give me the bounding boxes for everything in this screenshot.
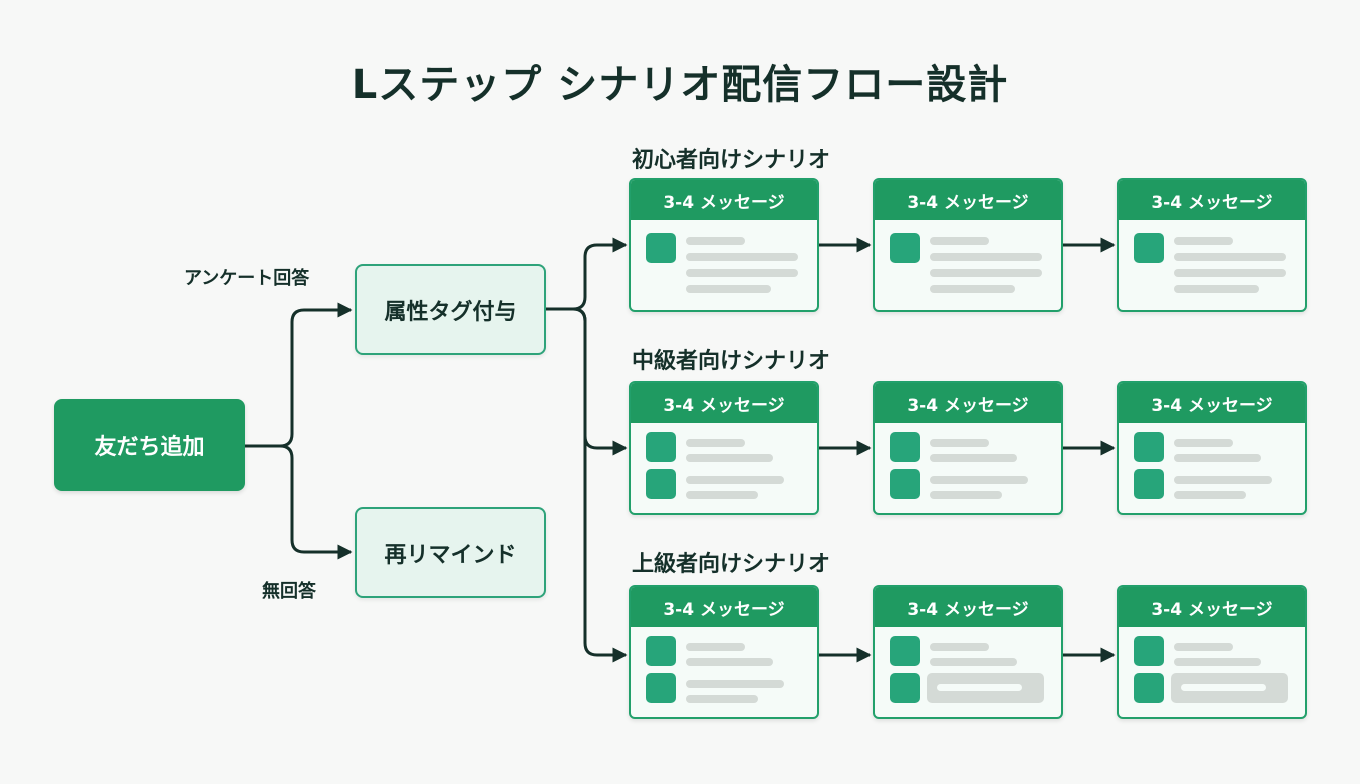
node-friend-add: 友だち追加 — [54, 399, 245, 491]
message-card: 3-4 メッセージ — [1117, 585, 1307, 719]
message-card-body — [875, 627, 1061, 717]
message-card-header: 3-4 メッセージ — [875, 587, 1061, 627]
message-line — [686, 658, 773, 666]
message-thumbnail — [890, 469, 920, 499]
message-line — [930, 269, 1042, 277]
message-card-body — [1119, 627, 1305, 717]
message-card-header: 3-4 メッセージ — [1119, 180, 1305, 220]
message-line — [686, 680, 784, 688]
message-card-header: 3-4 メッセージ — [631, 180, 817, 220]
message-line — [1174, 454, 1261, 462]
message-card-header: 3-4 メッセージ — [631, 587, 817, 627]
message-thumbnail — [646, 469, 676, 499]
message-thumbnail — [1134, 469, 1164, 499]
message-card: 3-4 メッセージ — [1117, 381, 1307, 515]
message-line — [686, 253, 798, 261]
message-input-line — [1181, 684, 1266, 691]
scenario-label: 上級者向けシナリオ — [632, 552, 831, 577]
connector-start-to-remind — [245, 444, 353, 560]
message-card-header: 3-4 メッセージ — [631, 383, 817, 423]
message-line — [686, 643, 745, 651]
message-card-header: 3-4 メッセージ — [875, 383, 1061, 423]
message-card: 3-4 メッセージ — [629, 585, 819, 719]
message-line — [686, 269, 798, 277]
message-line — [930, 237, 989, 245]
message-thumbnail — [1134, 673, 1164, 703]
message-line — [930, 658, 1017, 666]
message-card-header: 3-4 メッセージ — [875, 180, 1061, 220]
message-card: 3-4 メッセージ — [873, 381, 1063, 515]
message-card-body — [631, 423, 817, 513]
message-line — [1174, 269, 1286, 277]
message-thumbnail — [890, 432, 920, 462]
message-thumbnail — [1134, 233, 1164, 263]
message-card-header: 3-4 メッセージ — [1119, 587, 1305, 627]
message-line — [1174, 285, 1259, 293]
message-line — [1174, 476, 1272, 484]
message-line — [1174, 491, 1246, 499]
connector-tag-to-advanced — [546, 307, 628, 663]
message-card: 3-4 メッセージ — [629, 381, 819, 515]
node-re-remind: 再リマインド — [355, 507, 546, 598]
message-line — [1174, 237, 1233, 245]
scenario-label: 初心者向けシナリオ — [632, 148, 831, 173]
message-card-body — [1119, 220, 1305, 310]
message-thumbnail — [1134, 636, 1164, 666]
message-card: 3-4 メッセージ — [629, 178, 819, 312]
message-thumbnail — [1134, 432, 1164, 462]
message-line — [930, 439, 989, 447]
connector-tag-to-beginner — [546, 237, 628, 311]
message-line — [930, 476, 1028, 484]
message-line — [686, 285, 771, 293]
message-input-box — [927, 673, 1044, 703]
node-attribute-tag: 属性タグ付与 — [355, 264, 546, 355]
message-line — [686, 695, 758, 703]
message-thumbnail — [646, 673, 676, 703]
edge-label-no-answer: 無回答 — [262, 581, 316, 602]
connector-start-to-tag — [245, 302, 353, 448]
message-card: 3-4 メッセージ — [873, 585, 1063, 719]
message-line — [686, 454, 773, 462]
message-thumbnail — [890, 673, 920, 703]
message-card-body — [631, 220, 817, 310]
message-line — [930, 643, 989, 651]
message-line — [1174, 439, 1233, 447]
scenario-label: 中級者向けシナリオ — [632, 349, 831, 374]
message-thumbnail — [646, 233, 676, 263]
message-input-line — [937, 684, 1022, 691]
message-card-body — [875, 220, 1061, 310]
message-card-body — [631, 627, 817, 717]
message-line — [1174, 643, 1233, 651]
message-input-box — [1171, 673, 1288, 703]
message-thumbnail — [646, 432, 676, 462]
message-line — [930, 253, 1042, 261]
message-thumbnail — [890, 233, 920, 263]
message-card: 3-4 メッセージ — [873, 178, 1063, 312]
message-line — [686, 476, 784, 484]
message-line — [1174, 658, 1261, 666]
message-line — [930, 491, 1002, 499]
message-card-body — [1119, 423, 1305, 513]
message-thumbnail — [890, 636, 920, 666]
message-line — [1174, 253, 1286, 261]
message-line — [930, 454, 1017, 462]
message-card-body — [875, 423, 1061, 513]
message-line — [686, 237, 745, 245]
message-card-header: 3-4 メッセージ — [1119, 383, 1305, 423]
message-line — [686, 491, 758, 499]
message-line — [930, 285, 1015, 293]
message-thumbnail — [646, 636, 676, 666]
message-card: 3-4 メッセージ — [1117, 178, 1307, 312]
edge-label-survey-answered: アンケート回答 — [184, 268, 310, 289]
message-line — [686, 439, 745, 447]
diagram-title: Lステップ シナリオ配信フロー設計 — [351, 62, 1009, 108]
